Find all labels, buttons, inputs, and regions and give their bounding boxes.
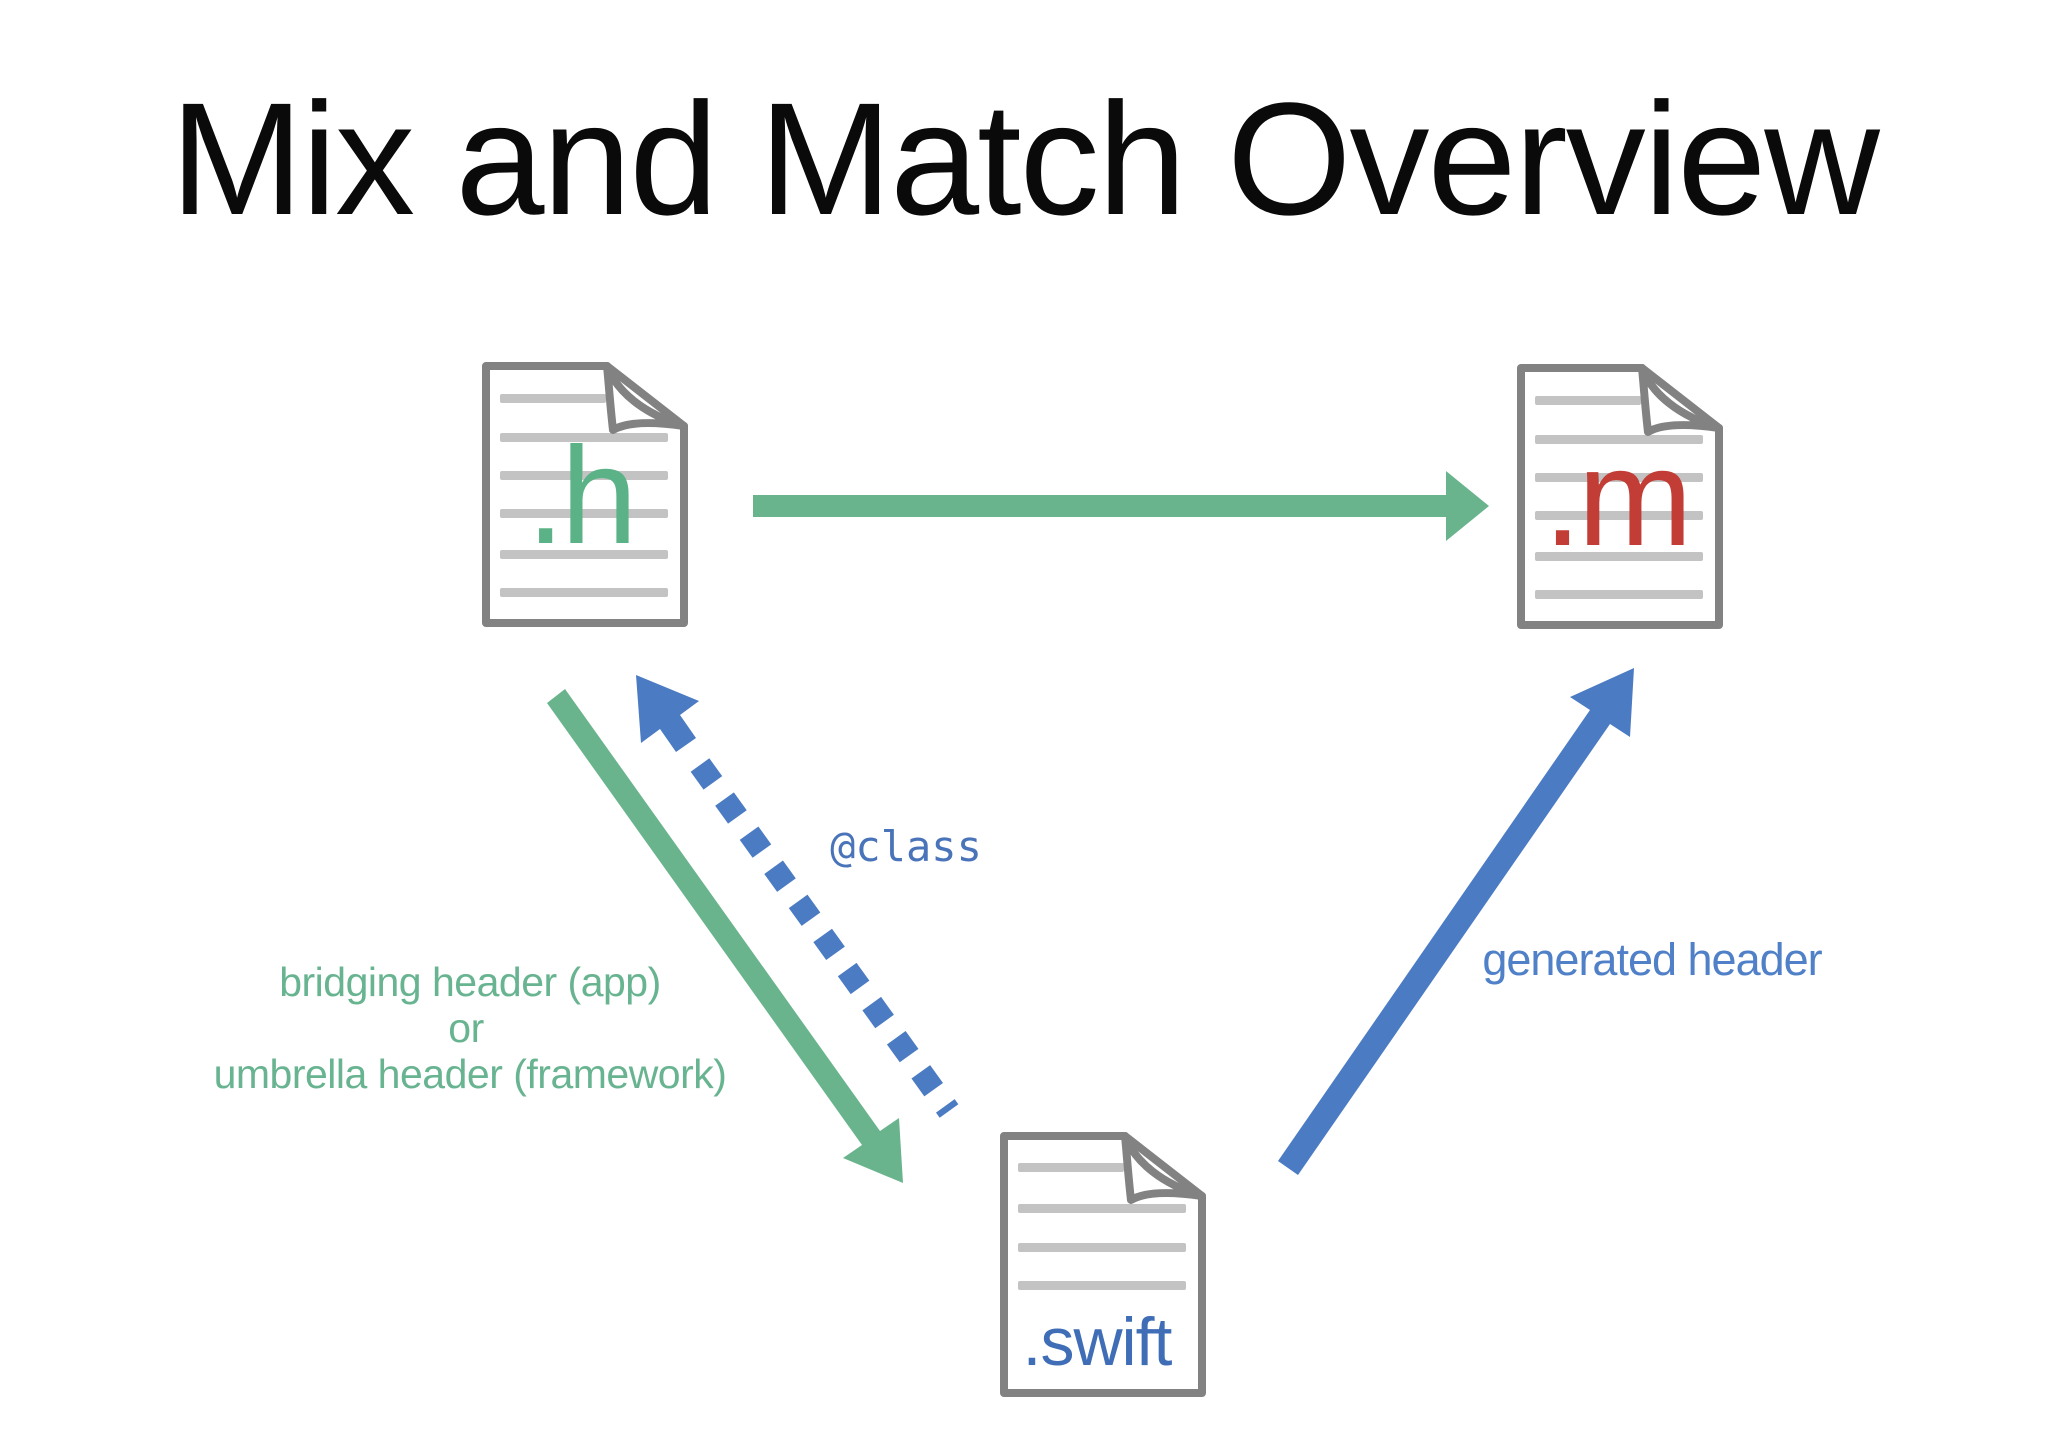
bridging-header-line3: umbrella header (framework) — [214, 1051, 727, 1097]
generated-header-label: generated header — [1482, 934, 1822, 985]
bridging-header-line2: or — [448, 1005, 483, 1051]
arrow-swift-to-h-head — [636, 675, 699, 752]
file-icon-swift: .swift — [1004, 1136, 1202, 1393]
file-m-label: .m — [1543, 421, 1688, 575]
file-icon-m: .m — [1521, 368, 1719, 625]
file-h-label: .h — [526, 419, 633, 573]
file-swift-label: .swift — [1023, 1304, 1173, 1380]
arrow-h-to-swift — [547, 689, 903, 1183]
bridging-header-label: bridging header (app) or umbrella header… — [214, 959, 727, 1097]
arrow-swift-to-h-dashed-line — [690, 758, 959, 1118]
at-class-label: @class — [830, 822, 982, 871]
bridging-header-line1: bridging header (app) — [279, 959, 661, 1005]
arrow-h-to-m — [753, 471, 1489, 541]
file-icon-h: .h — [486, 366, 684, 623]
arrow-swift-to-m — [1278, 668, 1634, 1175]
page-title: Mix and Match Overview — [170, 69, 1880, 248]
